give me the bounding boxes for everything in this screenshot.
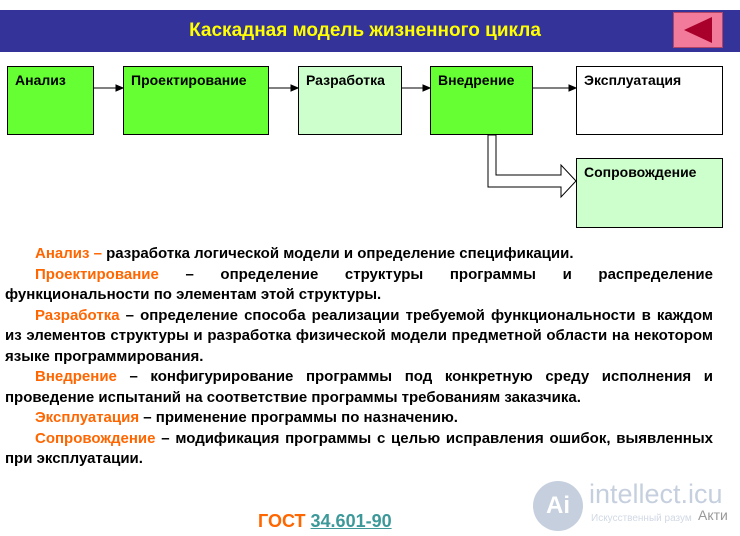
title-bar: Каскадная модель жизненного цикла bbox=[0, 10, 740, 52]
watermark-logo: Ai bbox=[533, 481, 583, 531]
definition-text: – определение способа реализации требуем… bbox=[5, 306, 713, 365]
gost-reference: ГОСТ 34.601-90 bbox=[258, 511, 392, 532]
definition-operation: Эксплуатация – применение программы по н… bbox=[5, 408, 713, 429]
term: Эксплуатация bbox=[35, 409, 140, 426]
watermark-subtitle: Искусственный разум bbox=[591, 513, 692, 524]
stage-label: Анализ bbox=[15, 72, 66, 88]
definition-text: – конфигурирование программы под конкрет… bbox=[5, 368, 713, 406]
watermark: Ai intellect.icu Искусственный разум bbox=[533, 477, 740, 536]
arrowhead bbox=[290, 84, 300, 92]
definition-text: – модификация программы с целью исправле… bbox=[5, 429, 713, 468]
page-title: Каскадная модель жизненного цикла bbox=[189, 20, 541, 41]
definition-implementation: Внедрение – конфигурирование программы п… bbox=[5, 367, 713, 408]
term: Разработка bbox=[35, 306, 120, 324]
stage-label: Сопровождение bbox=[584, 164, 697, 180]
definitions-text: Анализ – разработка логической модели и … bbox=[5, 244, 713, 470]
back-button[interactable] bbox=[673, 12, 723, 48]
definition-text: – применение программы по назначению. bbox=[139, 409, 458, 426]
definition-analysis: Анализ – разработка логической модели и … bbox=[5, 244, 713, 265]
arrow-implementation-maintenance bbox=[487, 134, 577, 199]
gost-label: ГОСТ bbox=[258, 511, 306, 531]
term: Проектирование bbox=[35, 265, 159, 283]
stage-implementation: Внедрение bbox=[430, 66, 533, 135]
stage-design: Проектирование bbox=[123, 66, 269, 135]
gost-link[interactable]: 34.601-90 bbox=[310, 511, 392, 531]
activation-notice: Акти bbox=[698, 507, 728, 523]
definition-design: Проектирование – определение структуры п… bbox=[5, 265, 713, 306]
stage-label: Разработка bbox=[306, 72, 385, 88]
arrowhead bbox=[115, 84, 125, 92]
definition-text: разработка логической модели и определен… bbox=[101, 245, 574, 262]
term: Сопровождение bbox=[35, 429, 156, 447]
term: Внедрение bbox=[35, 368, 117, 385]
stage-label: Внедрение bbox=[438, 72, 515, 88]
stage-maintenance: Сопровождение bbox=[576, 158, 723, 228]
stage-operation: Эксплуатация bbox=[576, 66, 723, 135]
arrowhead bbox=[568, 84, 578, 92]
stage-label: Проектирование bbox=[131, 72, 247, 88]
watermark-brand: intellect.icu bbox=[589, 479, 723, 509]
arrowhead bbox=[422, 84, 432, 92]
stage-development: Разработка bbox=[298, 66, 402, 135]
stage-label: Эксплуатация bbox=[584, 72, 682, 88]
triangle-left-icon bbox=[684, 17, 712, 43]
definition-maintenance: Сопровождение – модификация программы с … bbox=[5, 429, 713, 470]
definition-development: Разработка – определение способа реализа… bbox=[5, 306, 713, 368]
definition-text: – определение структуры программы и расп… bbox=[5, 265, 713, 304]
stage-analysis: Анализ bbox=[7, 66, 94, 135]
term: Анализ – bbox=[35, 245, 102, 262]
